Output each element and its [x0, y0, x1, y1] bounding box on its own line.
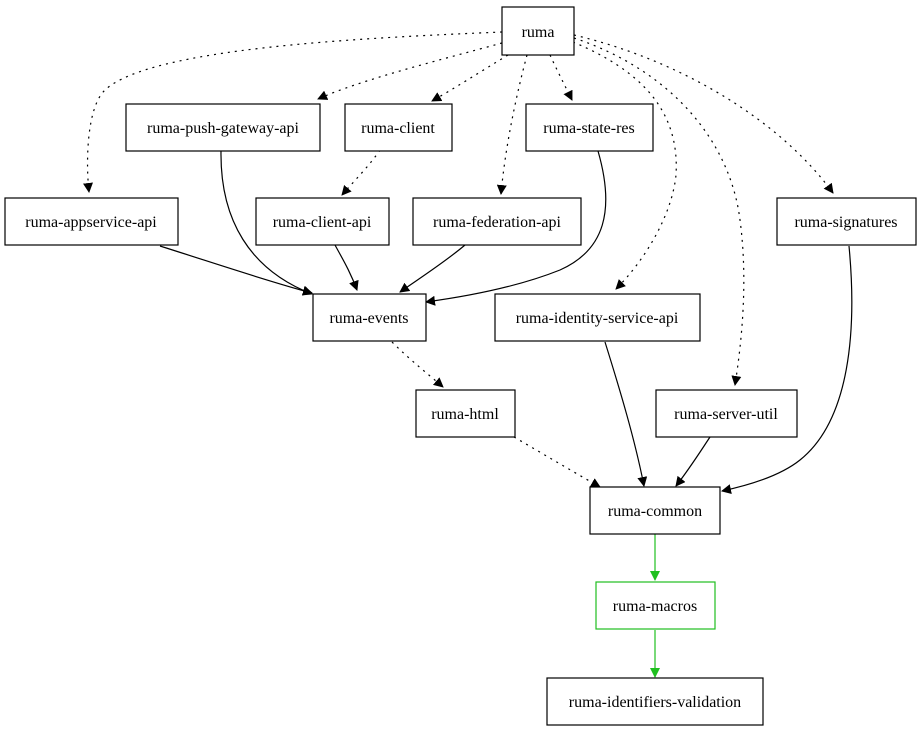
node-label: ruma-macros — [613, 598, 697, 615]
edge-ruma-to-server-util — [573, 37, 745, 386]
node-label: ruma-client — [361, 120, 435, 137]
node-label: ruma-signatures — [794, 214, 897, 231]
node-ruma-push-gateway-api[interactable]: ruma-push-gateway-api — [125, 103, 321, 152]
edge-signatures-to-common — [721, 245, 853, 495]
node-label: ruma-identity-service-api — [516, 310, 679, 327]
node-ruma-client-api[interactable]: ruma-client-api — [255, 197, 390, 246]
edge-client-api-to-events — [334, 244, 359, 291]
node-label: ruma-events — [329, 310, 408, 327]
edges — [83, 31, 853, 678]
node-label: ruma — [522, 24, 555, 41]
node-ruma[interactable]: ruma — [501, 6, 575, 56]
node-ruma-signatures[interactable]: ruma-signatures — [776, 197, 917, 246]
node-label: ruma-html — [431, 406, 499, 423]
edge-ruma-to-identity-service-api — [572, 41, 677, 290]
edge-events-to-html — [391, 341, 444, 388]
edge-ruma-to-client — [431, 54, 509, 102]
edge-ruma-to-state-res — [549, 54, 573, 101]
node-ruma-client[interactable]: ruma-client — [344, 103, 453, 152]
node-label: ruma-common — [608, 503, 702, 520]
node-label: ruma-appservice-api — [25, 214, 157, 231]
node-ruma-server-util[interactable]: ruma-server-util — [655, 389, 798, 438]
node-label: ruma-client-api — [273, 214, 372, 231]
edge-push-gateway-api-to-events — [220, 150, 313, 296]
node-ruma-html[interactable]: ruma-html — [415, 389, 516, 438]
edge-state-res-to-events — [425, 150, 607, 306]
edge-identity-service-api-to-common — [604, 341, 648, 487]
edge-ruma-to-push-gateway-api — [317, 42, 503, 100]
edge-ruma-to-appservice-api — [83, 31, 503, 193]
node-label: ruma-identifiers-validation — [569, 694, 741, 711]
node-ruma-federation-api[interactable]: ruma-federation-api — [412, 197, 582, 246]
node-ruma-macros[interactable]: ruma-macros — [595, 581, 716, 630]
nodes: ruma ruma-push-gateway-api ruma-client r… — [4, 6, 917, 726]
node-label: ruma-state-res — [543, 120, 635, 137]
edge-client-to-client-api — [341, 149, 381, 196]
node-ruma-appservice-api[interactable]: ruma-appservice-api — [4, 197, 179, 246]
node-ruma-identifiers-validation[interactable]: ruma-identifiers-validation — [546, 677, 764, 726]
edge-html-to-common — [513, 436, 601, 488]
node-ruma-events[interactable]: ruma-events — [312, 293, 427, 342]
node-ruma-state-res[interactable]: ruma-state-res — [525, 103, 654, 152]
edge-server-util-to-common — [675, 436, 711, 487]
node-ruma-identity-service-api[interactable]: ruma-identity-service-api — [494, 293, 701, 342]
edge-ruma-to-federation-api — [496, 54, 528, 195]
node-ruma-common[interactable]: ruma-common — [589, 486, 721, 535]
edge-ruma-to-signatures — [573, 34, 834, 194]
node-label: ruma-server-util — [674, 406, 778, 423]
edge-appservice-api-to-events — [159, 245, 313, 296]
edge-federation-api-to-events — [399, 244, 466, 293]
node-label: ruma-federation-api — [433, 214, 561, 231]
node-label: ruma-push-gateway-api — [147, 120, 299, 137]
